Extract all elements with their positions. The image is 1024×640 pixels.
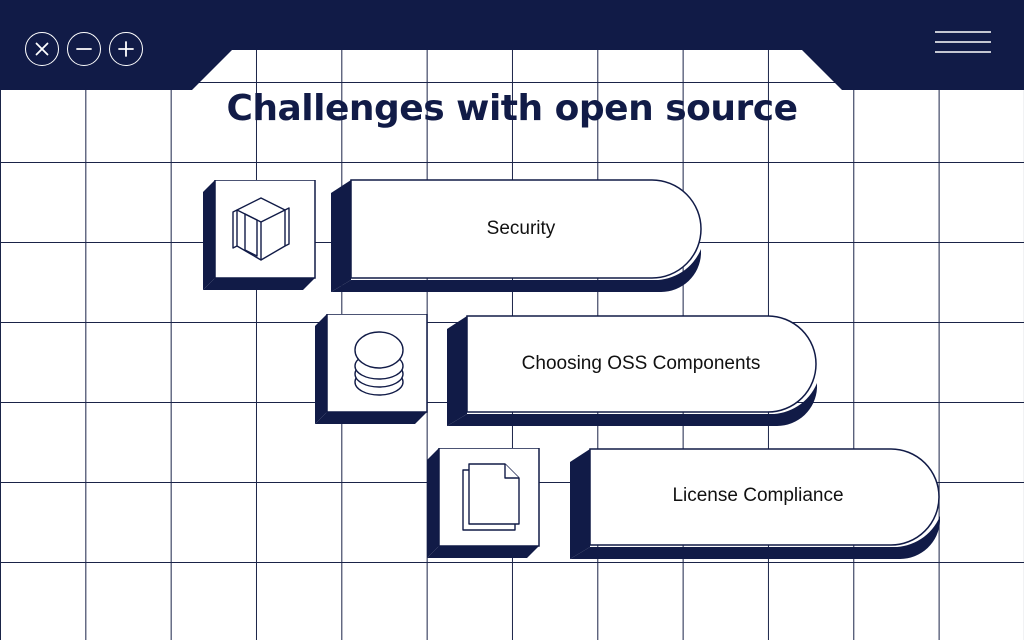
components-icon-box xyxy=(315,313,428,426)
security-pill[interactable] xyxy=(331,179,704,293)
license-label: License Compliance xyxy=(672,485,844,506)
page-title: Challenges with open source xyxy=(226,88,798,129)
plus-icon xyxy=(118,41,134,57)
coin-stack-icon xyxy=(315,313,428,424)
security-icon-box xyxy=(203,179,316,292)
maximize-button[interactable] xyxy=(109,32,143,66)
components-pill[interactable] xyxy=(447,315,820,427)
minimize-button[interactable] xyxy=(67,32,101,66)
close-button[interactable] xyxy=(25,32,59,66)
minus-icon xyxy=(76,48,92,50)
components-label: Choosing OSS Components xyxy=(521,353,761,374)
top-bar xyxy=(0,0,1024,90)
hamburger-menu-icon[interactable] xyxy=(934,30,992,56)
security-label: Security xyxy=(486,218,556,239)
cube-icon xyxy=(203,179,316,290)
close-icon xyxy=(35,42,49,56)
license-icon-box xyxy=(427,447,540,560)
documents-icon xyxy=(427,447,540,558)
license-pill[interactable] xyxy=(570,448,943,560)
